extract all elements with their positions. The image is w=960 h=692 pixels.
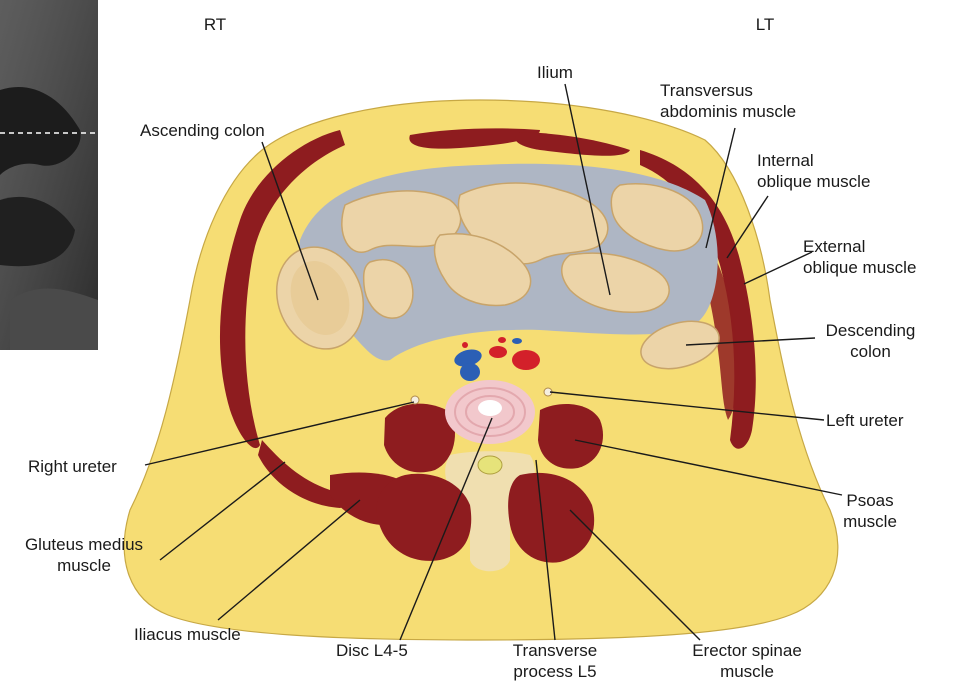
label-right-ureter: Right ureter [28,456,158,477]
label-erector-spinae: Erector spinae muscle [672,640,822,682]
label-ilium: Ilium [520,62,590,83]
label-psoas: Psoas muscle [830,490,910,532]
label-ascending-colon: Ascending colon [140,120,320,141]
label-external-oblique: External oblique muscle [803,236,953,278]
label-disc-l4-5: Disc L4-5 [336,640,446,661]
label-left-ureter: Left ureter [826,410,946,431]
right-ureter [411,396,419,404]
label-iliacus: Iliacus muscle [134,624,284,645]
label-transversus: Transversus abdominis muscle [660,80,860,122]
label-internal-oblique: Internal oblique muscle [757,150,947,192]
label-gluteus-medius: Gluteus medius muscle [4,534,164,576]
xray-thumbnail [0,0,98,350]
disc-l4-5 [445,380,535,444]
label-transverse-process: Transverse process L5 [495,640,615,682]
orientation-left: LT [740,14,790,35]
label-descending-colon: Descending colon [808,320,933,362]
orientation-right: RT [190,14,240,35]
left-ureter [544,388,552,396]
